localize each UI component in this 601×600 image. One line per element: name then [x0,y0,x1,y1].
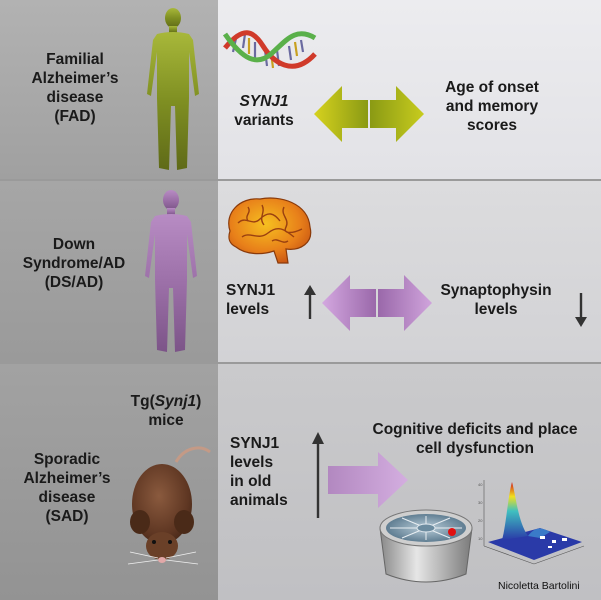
right-panel [218,0,601,180]
svg-text:30: 30 [478,500,483,505]
finding-label: SYNJ1 levels [226,282,276,318]
svg-text:20: 20 [478,518,483,523]
svg-text:40: 40 [478,482,483,487]
up-arrow-icon [304,285,316,319]
row-fad: Familial Alzheimer’s disease (FAD) [0,0,601,180]
human-silhouette-icon [145,190,197,352]
condition-label: Sporadic Alzheimer’s disease (SAD) [23,451,111,525]
up-arrow-icon [312,432,324,518]
model-label: Tg(Synj1) mice [130,393,202,429]
outcome-label: Age of onset and memory scores [445,79,539,134]
finding-label: SYNJ1 variants [234,93,294,129]
dna-helix-icon [222,30,317,69]
condition-label: Down Syndrome/AD (DS/AD) [22,236,126,291]
double-arrow-icon [314,86,424,142]
right-arrow-icon [328,452,408,508]
artist-credit: Nicoletta Bartolini [498,580,580,592]
row-dsad: Down Syndrome/AD (DS/AD) [0,181,601,362]
double-arrow-icon [322,275,432,331]
row-divider [0,179,601,181]
row-divider [0,362,601,364]
row-sad: Sporadic Alzheimer’s disease (SAD) Tg(Sy… [0,364,601,600]
mouse-icon [127,446,211,565]
finding-label: SYNJ1 levels in old animals [230,435,288,509]
svg-text:10: 10 [478,536,483,541]
down-arrow-icon [575,293,587,327]
brain-icon [228,197,312,264]
human-silhouette-icon [147,8,199,170]
condition-label: Familial Alzheimer’s disease (FAD) [31,51,119,125]
water-maze-icon [379,509,473,583]
outcome-label: Cognitive deficits and place cell dysfun… [372,421,578,457]
3d-surface-plot-icon: 40 30 20 10 [478,480,585,565]
outcome-label: Synaptophysin levels [440,282,552,318]
